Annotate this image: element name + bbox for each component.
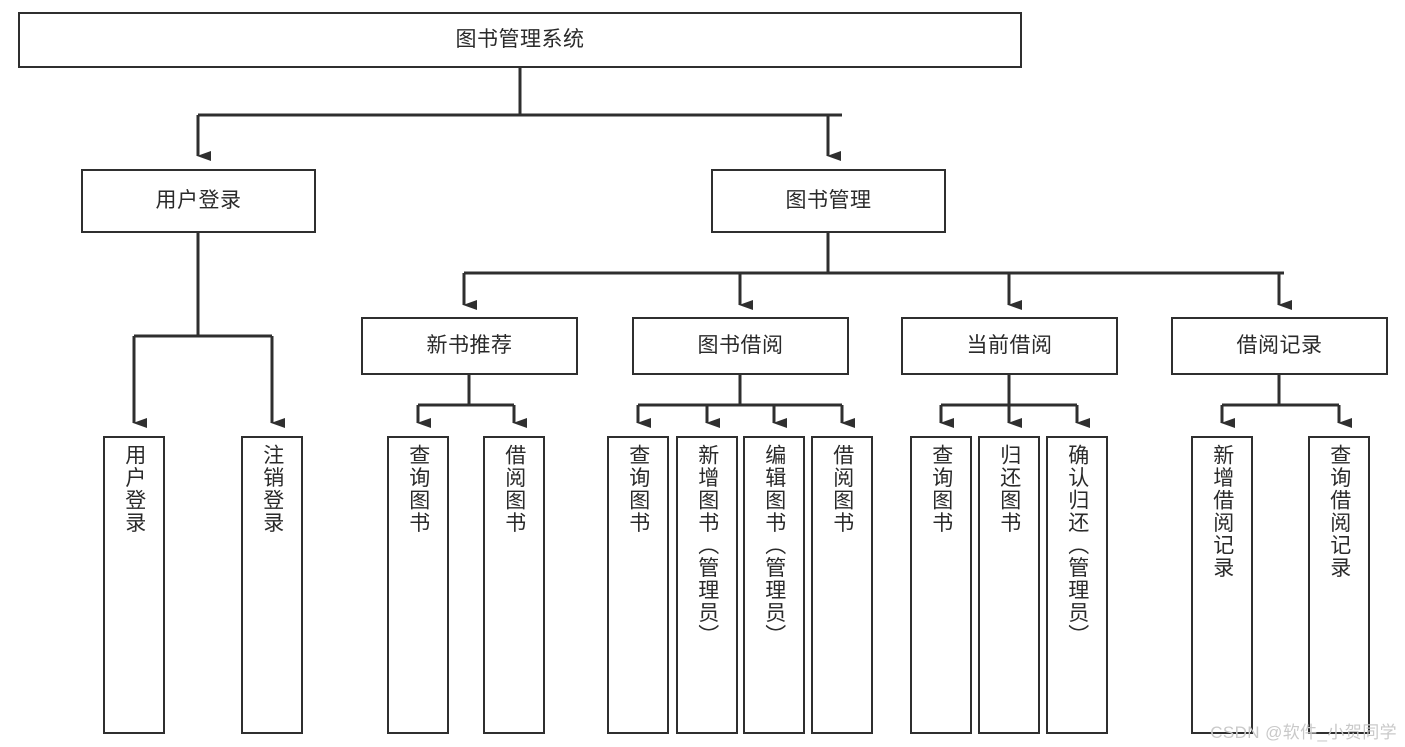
leaf-user-login[interactable]: 用户登录: [103, 436, 165, 734]
node-label: 查询借阅记录: [1327, 444, 1351, 579]
node-label: 当前借阅: [966, 333, 1053, 357]
leaf-query-book-borrowing[interactable]: 查询图书: [607, 436, 669, 734]
node-new-book-recommendation[interactable]: 新书推荐: [361, 317, 578, 375]
node-borrow-record[interactable]: 借阅记录: [1171, 317, 1388, 375]
leaf-borrow-book-recommendation[interactable]: 借阅图书: [483, 436, 545, 734]
node-label: 图书管理系统: [455, 27, 585, 51]
node-label: 借阅图书: [502, 444, 526, 534]
node-label: 新书推荐: [426, 333, 513, 357]
leaf-add-borrow-record[interactable]: 新增借阅记录: [1191, 436, 1253, 734]
node-label: 新增借阅记录: [1210, 444, 1234, 579]
node-label: 查询图书: [929, 444, 953, 534]
leaf-query-book-current[interactable]: 查询图书: [910, 436, 972, 734]
node-label: 查询图书: [406, 444, 430, 534]
node-label: 用户登录: [155, 188, 242, 212]
leaf-edit-book-admin[interactable]: 编辑图书（管理员）: [743, 436, 805, 734]
node-user-login[interactable]: 用户登录: [81, 169, 316, 233]
node-label: 归还图书: [997, 444, 1021, 534]
leaf-confirm-return-admin[interactable]: 确认归还（管理员）: [1046, 436, 1108, 734]
node-label: 借阅图书: [830, 444, 854, 534]
node-label: 图书借阅: [697, 333, 784, 357]
node-book-borrowing[interactable]: 图书借阅: [632, 317, 849, 375]
csdn-watermark: CSDN @软件_小贺同学: [1210, 723, 1397, 742]
node-label: 用户登录: [122, 444, 146, 534]
node-label: 新增图书（管理员）: [695, 444, 719, 647]
node-label: 编辑图书（管理员）: [762, 444, 786, 647]
leaf-borrow-book-borrowing[interactable]: 借阅图书: [811, 436, 873, 734]
node-label: 查询图书: [626, 444, 650, 534]
node-label: 注销登录: [260, 444, 284, 534]
node-current-borrowing[interactable]: 当前借阅: [901, 317, 1118, 375]
leaf-query-borrow-record[interactable]: 查询借阅记录: [1308, 436, 1370, 734]
leaf-add-book-admin[interactable]: 新增图书（管理员）: [676, 436, 738, 734]
leaf-return-book[interactable]: 归还图书: [978, 436, 1040, 734]
node-label: 确认归还（管理员）: [1065, 444, 1089, 647]
node-label: 图书管理: [785, 188, 872, 212]
leaf-logout[interactable]: 注销登录: [241, 436, 303, 734]
node-root-book-management-system[interactable]: 图书管理系统: [18, 12, 1022, 68]
node-label: 借阅记录: [1236, 333, 1323, 357]
node-book-management[interactable]: 图书管理: [711, 169, 946, 233]
leaf-query-book-recommendation[interactable]: 查询图书: [387, 436, 449, 734]
